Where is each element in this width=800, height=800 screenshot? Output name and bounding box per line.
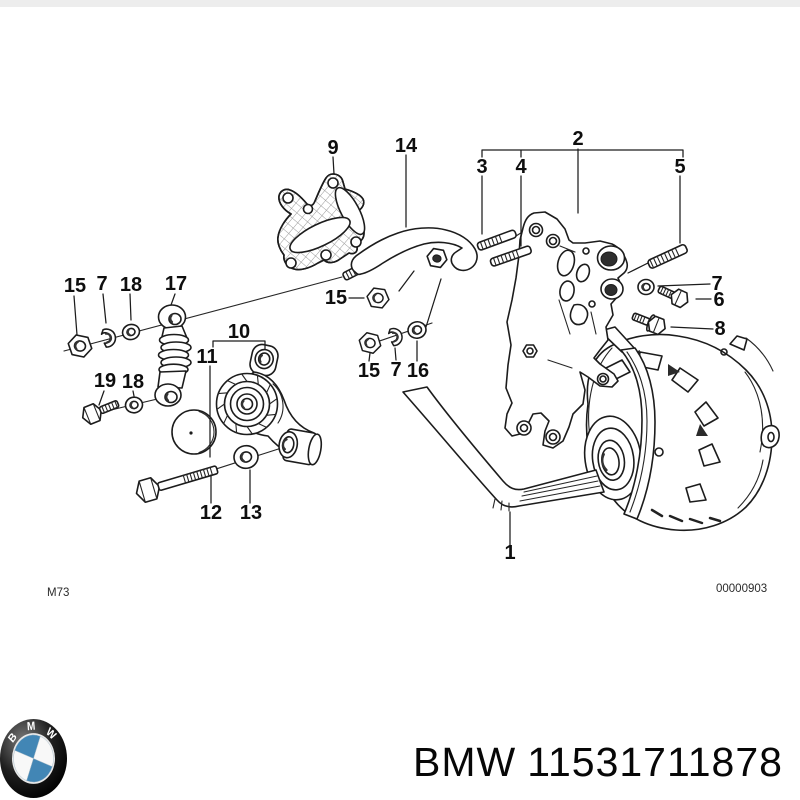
washer-18b-drawing	[124, 396, 144, 414]
part-label-11: 11	[196, 346, 217, 368]
bolt-6-drawing	[657, 285, 689, 309]
part-number-value: 11531711878	[527, 739, 783, 785]
part-label-19: 19	[94, 370, 116, 392]
part-label-16: 16	[407, 360, 429, 382]
bmw-logo: B M W	[0, 718, 67, 799]
roundel-quadrant-blue	[14, 734, 41, 759]
washer-13-drawing	[233, 444, 259, 470]
part-label-2: 2	[572, 128, 583, 150]
part-label-10: 10	[228, 321, 250, 343]
callout-labels: 1 2 3 4 5 6 7 8 9 10 11 12 13 14 15 7 18…	[64, 128, 726, 564]
cover-disc-drawing	[171, 409, 217, 455]
part-label-4: 4	[515, 156, 527, 178]
tensioner-damper-drawing	[154, 304, 192, 407]
part-label-5: 5	[674, 156, 685, 178]
left-hardware-cluster	[67, 323, 141, 358]
washer-7-right-drawing	[637, 278, 655, 296]
part-label-17: 17	[165, 273, 187, 295]
part-label-7-left: 7	[96, 273, 107, 295]
part-label-14: 14	[395, 135, 418, 157]
part-label-3: 3	[476, 156, 487, 178]
gasket-drawing	[277, 173, 366, 271]
part-label-9: 9	[327, 137, 338, 159]
part-label-15-mid: 15	[325, 287, 347, 309]
bolt-19-drawing	[81, 400, 120, 426]
middle-hardware-cluster	[358, 287, 427, 354]
part-label-1: 1	[504, 542, 515, 564]
scan-edge	[0, 0, 800, 7]
tensioner-pulley-drawing	[215, 372, 284, 436]
part-label-7-right: 7	[711, 273, 722, 295]
alternator-drawing	[583, 333, 780, 532]
image-number: 00000903	[716, 583, 767, 595]
part-label-8: 8	[714, 318, 725, 340]
drive-belt-drawing	[402, 326, 656, 520]
drawing-code: M73	[47, 587, 69, 599]
part-label-15-row: 15	[358, 360, 380, 382]
support-arm-drawing	[350, 227, 478, 276]
belt-tensioner-assembly	[135, 343, 323, 504]
part-label-13: 13	[240, 502, 262, 524]
main-bracket-drawing	[504, 211, 629, 449]
bolt-8-drawing	[631, 312, 666, 336]
part-label-6: 6	[713, 289, 724, 311]
roundel-letter-m: M	[26, 720, 35, 734]
bolt-12-drawing	[135, 465, 219, 504]
part-label-15-left: 15	[64, 275, 86, 297]
callout-leader-lines	[73, 148, 714, 546]
stud-5-drawing	[647, 243, 688, 269]
part-label-18-lower: 18	[122, 371, 144, 393]
part-label-12: 12	[200, 502, 222, 524]
part-label-18-left: 18	[120, 274, 142, 296]
brand-text: BMW	[413, 739, 516, 785]
stud-4-drawing	[489, 245, 532, 267]
part-label-7-row: 7	[390, 359, 401, 381]
stud-3-drawing	[476, 229, 517, 251]
